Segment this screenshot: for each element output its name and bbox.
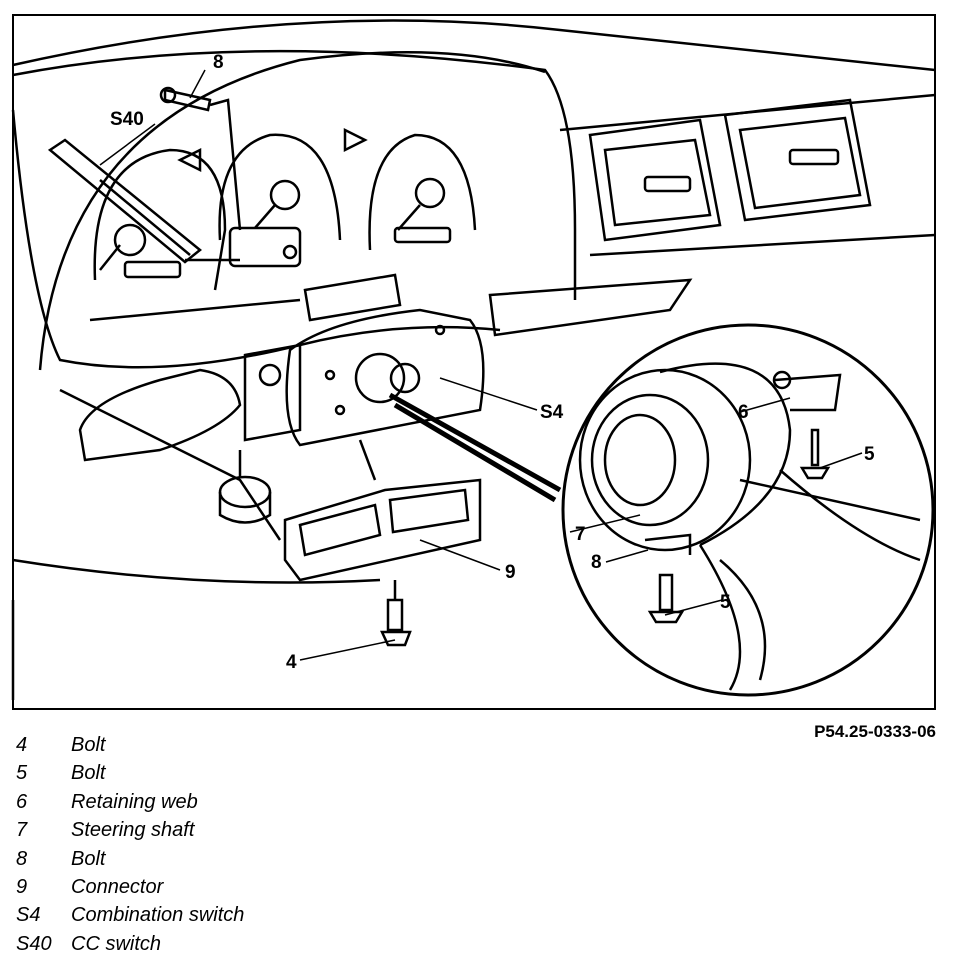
callout-combination-switch: S4 xyxy=(540,402,564,423)
legend-label: Bolt xyxy=(71,762,106,785)
combination-switch xyxy=(78,273,693,481)
legend-number: S4 xyxy=(16,904,41,927)
legend-item: S40 CC switch xyxy=(16,930,244,958)
air-vents xyxy=(588,98,872,242)
legend-label: Retaining web xyxy=(71,790,198,813)
legend-item: 6 Retaining web xyxy=(16,788,244,816)
legend-number: S40 xyxy=(16,932,52,955)
bolt-8 xyxy=(159,86,242,231)
legend-item: 8 Bolt xyxy=(16,845,244,873)
legend-number: 5 xyxy=(16,762,28,785)
cc-switch-lever xyxy=(47,138,302,268)
legend-number: 7 xyxy=(16,819,28,842)
legend-label: Combination switch xyxy=(71,904,245,927)
bolt-4 xyxy=(380,580,412,647)
legend-label: Bolt xyxy=(71,734,106,756)
callout-cc-switch: S40 xyxy=(110,109,144,130)
exploded-view-diagram: 8 S40 S4 9 4 6 5 7 8 5 xyxy=(11,14,936,710)
legend-item: 4 Bolt xyxy=(16,731,244,759)
detail-magnifier xyxy=(388,323,935,697)
instrument-cluster xyxy=(93,127,477,291)
callout-bolt-5-upper: 5 xyxy=(864,444,875,465)
figure-reference-code: P54.25-0333-06 xyxy=(814,722,936,741)
legend-item: 9 Connector xyxy=(16,873,244,901)
legend-item: S4 Combination switch xyxy=(16,901,244,929)
callout-bolt-8: 8 xyxy=(213,52,224,73)
leader-lines xyxy=(99,69,863,661)
legend-number: 4 xyxy=(16,734,28,756)
callout-bolt-8-detail: 8 xyxy=(591,552,602,573)
legend-number: 9 xyxy=(16,875,28,898)
legend-label: Bolt xyxy=(71,847,106,870)
callout-bolt-4: 4 xyxy=(286,652,297,673)
legend-number: 8 xyxy=(16,847,28,870)
legend-label: Steering shaft xyxy=(71,819,195,842)
legend-item: 5 Bolt xyxy=(16,759,244,787)
figure-frame xyxy=(12,14,936,710)
connector-9 xyxy=(218,450,482,582)
legend-label: CC switch xyxy=(71,932,162,955)
callout-steering-shaft: 7 xyxy=(575,524,586,545)
legend-label: Connector xyxy=(71,875,164,898)
legend-item: 7 Steering shaft xyxy=(16,816,244,844)
steering-shaft-detail xyxy=(578,362,921,691)
legend-number: 6 xyxy=(16,790,28,813)
callout-connector: 9 xyxy=(505,562,516,583)
callout-bolt-5-lower: 5 xyxy=(720,592,731,613)
callout-retaining-web: 6 xyxy=(738,402,749,423)
